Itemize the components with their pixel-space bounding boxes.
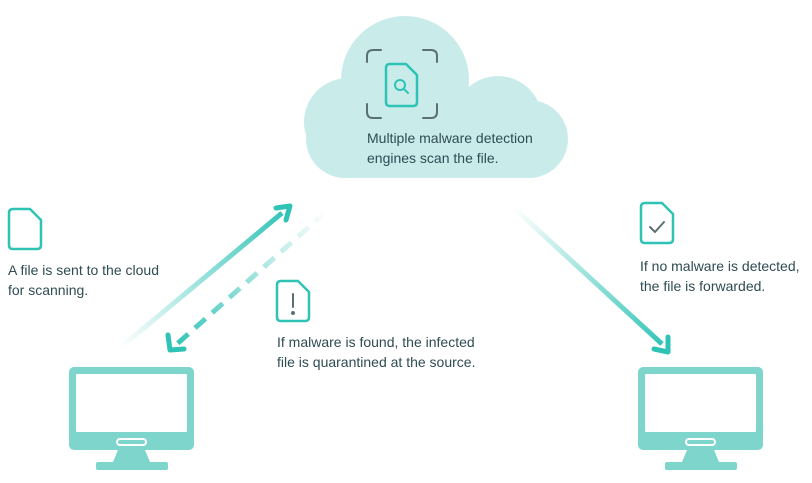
forward-step-label: If no malware is detected, the file is f… [640,258,800,294]
arrow-send-to-cloud [118,203,293,350]
scan-frame-icon [366,49,438,119]
send-step-label: A file is sent to the cloud for scanning… [8,262,159,298]
document-check-icon [639,201,675,245]
quarantine-step-label: If malware is found, the infected file i… [277,334,476,370]
destination-monitor-icon [638,367,763,470]
document-icon [7,207,43,251]
arrow-forward-file [512,206,671,355]
cloud-scan-label: Multiple malware detection engines scan … [367,130,533,166]
document-search-icon [384,62,419,108]
source-monitor-icon [69,367,194,470]
arrow-quarantine-back [165,210,328,353]
document-alert-icon [275,279,311,323]
cloud-shape [304,16,568,178]
